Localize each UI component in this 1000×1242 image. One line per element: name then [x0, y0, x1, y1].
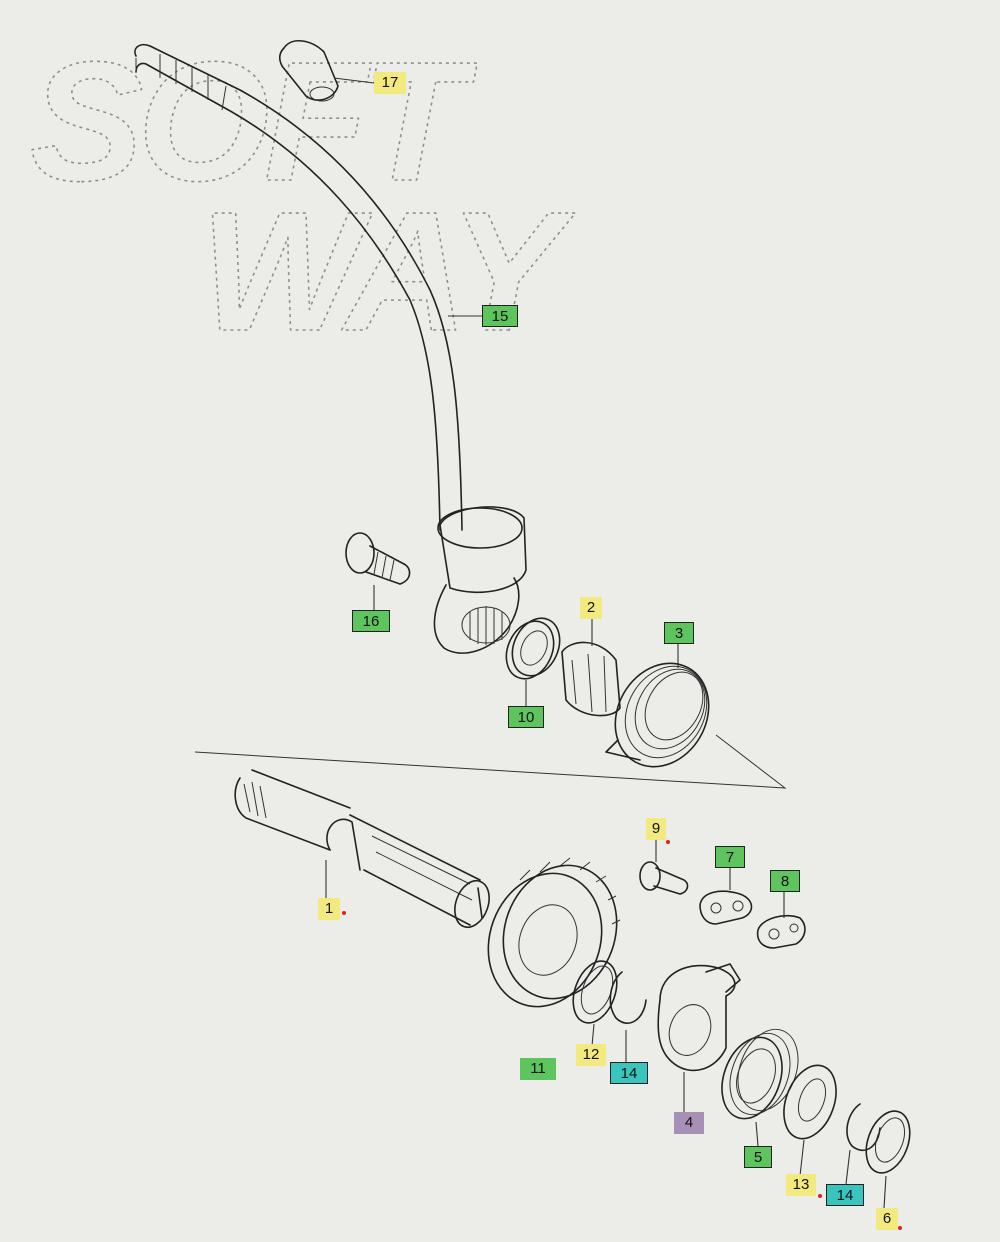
callout-7: 7: [715, 846, 745, 868]
callout-13: 13: [786, 1174, 816, 1196]
marker-dot-9: [666, 840, 670, 844]
kick-gear: [487, 857, 621, 1008]
callout-15: 15: [482, 305, 518, 327]
circlip-14a: [609, 971, 647, 1024]
callout-4: 4: [674, 1112, 704, 1134]
guide-plate-8: [756, 914, 806, 949]
return-spring: [605, 662, 710, 768]
marker-dot-1: [342, 911, 346, 915]
washer-13: [783, 1064, 837, 1140]
guide-bolt: [639, 861, 689, 895]
marker-dot-13: [818, 1194, 822, 1198]
callout-2: 2: [580, 597, 602, 619]
callout-3: 3: [664, 622, 694, 644]
callout-16: 16: [352, 610, 390, 632]
leader-lines: [325, 77, 887, 1209]
callout-6: 6: [876, 1208, 898, 1230]
watermark: SOFT WAY: [29, 26, 583, 368]
guide-plate-7: [699, 890, 753, 925]
callout-11: 11: [520, 1058, 556, 1080]
kick-ratchet: [657, 963, 741, 1072]
kick-grip-cap: [279, 40, 339, 102]
oil-seal: [505, 617, 561, 680]
kick-starter-lever: [134, 43, 527, 654]
washer-6: [865, 1110, 911, 1174]
callout-8: 8: [770, 870, 800, 892]
circlip-14b: [846, 1103, 881, 1152]
lever-bolt: [345, 532, 411, 585]
watermark-line2: WAY: [200, 177, 576, 367]
bushing: [561, 641, 621, 717]
section-outline: [194, 734, 787, 789]
callout-1: 1: [318, 898, 340, 920]
callout-10: 10: [508, 706, 544, 728]
callout-5: 5: [744, 1146, 772, 1168]
callout-9: 9: [646, 818, 666, 840]
callout-17: 17: [374, 72, 406, 94]
callout-14b: 14: [826, 1184, 864, 1206]
callout-12: 12: [576, 1044, 606, 1066]
marker-dot-6: [898, 1226, 902, 1230]
callout-14a: 14: [610, 1062, 648, 1084]
kick-shaft: [234, 769, 490, 929]
watermark-line1: SOFT: [30, 27, 477, 217]
